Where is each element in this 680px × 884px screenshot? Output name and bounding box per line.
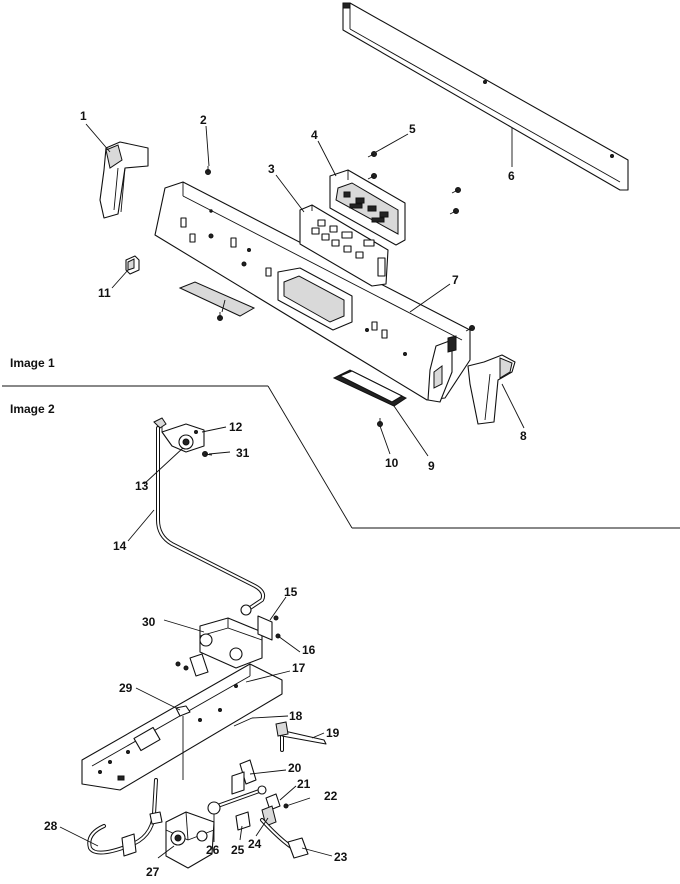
valve-pipe (207, 785, 267, 815)
callout-9: 9 (428, 459, 435, 473)
tube-fitting (178, 434, 194, 450)
callout-6: 6 (508, 169, 515, 183)
section-label-image-2: Image 2 (10, 402, 55, 416)
callout-13: 13 (135, 479, 149, 493)
callout-numbers: 1 2 3 4 5 6 7 8 9 10 11 12 13 31 14 15 1… (44, 109, 527, 879)
callout-2: 2 (200, 113, 207, 127)
pilot-tube (87, 778, 163, 857)
gas-tube (156, 426, 266, 616)
callout-30: 30 (142, 615, 156, 629)
callout-26: 26 (206, 843, 220, 857)
callout-12: 12 (229, 420, 243, 434)
callout-28: 28 (44, 819, 58, 833)
trim-strip (342, 2, 629, 191)
touchpad-overlay (299, 204, 389, 287)
control-panel (154, 181, 471, 403)
callout-15: 15 (284, 585, 298, 599)
rod (233, 717, 253, 727)
regulator (189, 617, 263, 677)
callout-7: 7 (452, 273, 459, 287)
mounting-plate (81, 663, 283, 791)
valve-bracket (231, 759, 257, 795)
bracket-screw (202, 451, 213, 457)
callout-10: 10 (385, 456, 399, 470)
callout-27: 27 (146, 865, 160, 879)
section-label-image-1: Image 1 (10, 356, 55, 370)
spacer-plates (178, 281, 407, 407)
callout-11: 11 (98, 286, 111, 300)
mounting-bracket (153, 417, 205, 453)
callout-31: 31 (236, 446, 250, 460)
callout-18: 18 (289, 709, 303, 723)
control-board (329, 169, 406, 246)
callout-8: 8 (520, 429, 527, 443)
callout-24: 24 (248, 837, 262, 851)
inlet-tube (260, 818, 309, 859)
screws (205, 151, 475, 427)
fastener (175, 705, 191, 780)
gas-valve (165, 811, 215, 869)
callout-20: 20 (288, 761, 302, 775)
callout-1: 1 (80, 109, 87, 123)
clip-25 (235, 811, 251, 831)
callout-5: 5 (409, 122, 416, 136)
callout-16: 16 (302, 643, 316, 657)
callout-19: 19 (326, 726, 340, 740)
divider-line (267, 385, 353, 529)
pipe-assembly (275, 721, 327, 752)
callout-14: 14 (113, 539, 127, 553)
clip (125, 255, 140, 275)
callout-23: 23 (334, 850, 348, 864)
callout-17: 17 (292, 661, 306, 675)
callout-3: 3 (268, 162, 275, 176)
right-end-cap (467, 354, 516, 425)
callout-21: 21 (297, 777, 311, 791)
callout-22: 22 (324, 789, 338, 803)
callout-4: 4 (311, 128, 318, 142)
leader-lines (59, 123, 525, 859)
callout-25: 25 (231, 843, 245, 857)
callout-29: 29 (119, 681, 133, 695)
left-end-cap (99, 141, 149, 219)
